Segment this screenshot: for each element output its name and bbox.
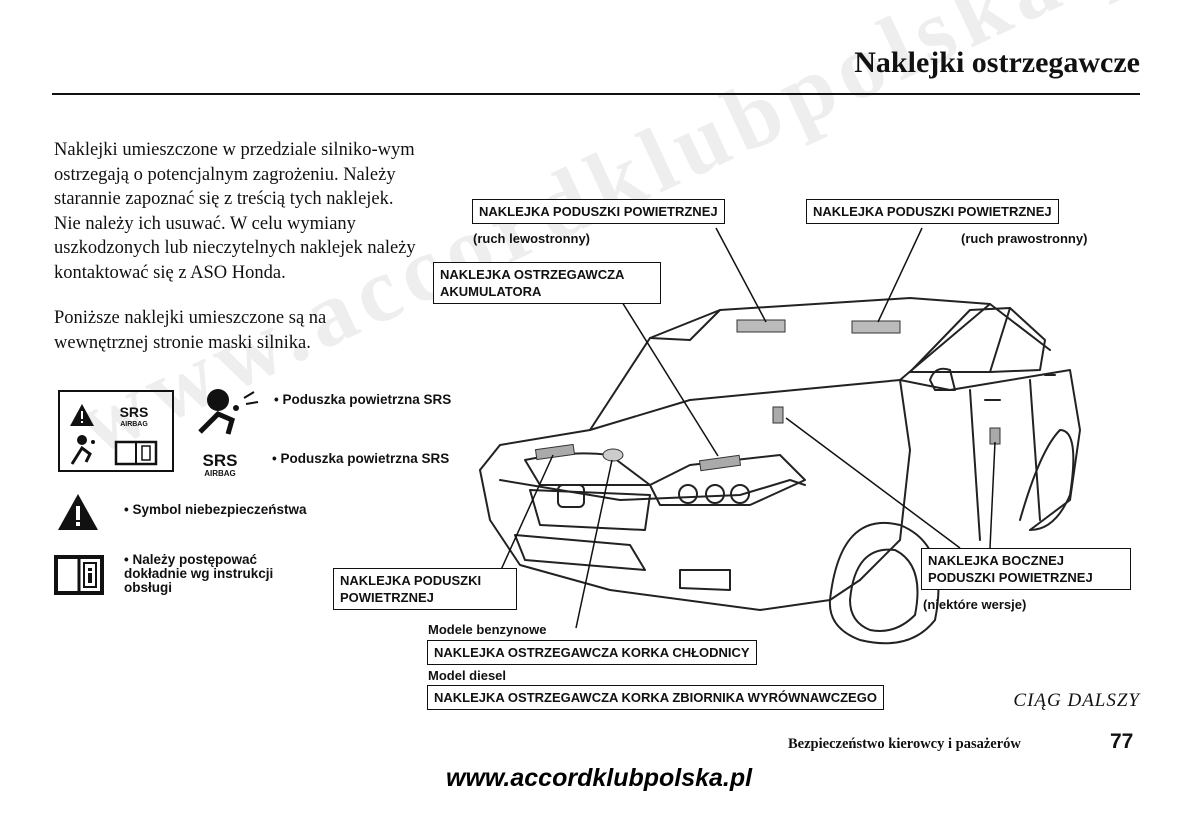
srs-airbag-symbol: SRS AIRBAG xyxy=(203,451,238,478)
label-battery: NAKLEJKA OSTRZEGAWCZA AKUMULATORA xyxy=(433,262,661,304)
note-right-hand-traffic: (ruch prawostronny) xyxy=(961,231,1088,246)
danger-symbol-description: • Symbol niebezpieczeństwa xyxy=(124,502,307,517)
header-rule xyxy=(52,93,1140,95)
intro-paragraph-1: Naklejki umieszczone w przedziale silnik… xyxy=(54,140,416,283)
label-airbag-right: NAKLEJKA PODUSZKI POWIETRZNEJ xyxy=(806,199,1059,224)
intro-text: Naklejki umieszczone w przedziale silnik… xyxy=(54,138,424,376)
car-illustration xyxy=(479,297,1081,645)
page-number: 77 xyxy=(1110,730,1134,753)
page-title: Naklejki ostrzegawcze xyxy=(854,46,1140,79)
label-side-airbag: NAKLEJKA BOCZNEJ PODUSZKI POWIETRZNEJ xyxy=(921,548,1131,590)
note-left-hand-traffic: (ruch lewostronny) xyxy=(473,231,591,246)
manual-symbol-description: • Należy postępować dokładnie wg instruk… xyxy=(124,552,274,595)
manual-book-icon xyxy=(54,555,104,595)
airbag-person-icon xyxy=(77,435,87,445)
continued-label: CIĄG DALSZY xyxy=(1013,690,1140,711)
note-some-versions: (niektóre wersje) xyxy=(923,597,1027,612)
danger-triangle-icon xyxy=(58,494,98,530)
srs-mini-text: SRS xyxy=(120,404,149,420)
intro-paragraph-2: Poniższe naklejki umieszczone są na wewn… xyxy=(54,308,327,353)
airbag-mini-text: AIRBAG xyxy=(120,421,148,428)
airbag-person-icon xyxy=(198,389,259,435)
label-airbag-front: NAKLEJKA PODUSZKI POWIETRZNEJ xyxy=(333,568,517,610)
warning-label-sample: SRS AIRBAG xyxy=(58,390,174,472)
note-diesel-model: Model diesel xyxy=(428,668,507,683)
warning-label-sample-art: SRS AIRBAG xyxy=(70,404,158,466)
note-petrol-models: Modele benzynowe xyxy=(428,622,547,637)
footer-section-title: Bezpieczeństwo kierowcy i pasażerów xyxy=(788,736,1021,752)
airbag-symbol-description: • Poduszka powietrzna SRS xyxy=(274,392,452,407)
label-radiator-cap: NAKLEJKA OSTRZEGAWCZA KORKA CHŁODNICY xyxy=(427,640,757,665)
website-link[interactable]: www.accordklubpolska.pl xyxy=(446,764,753,792)
svg-text:AIRBAG: AIRBAG xyxy=(204,469,236,478)
label-expansion-tank: NAKLEJKA OSTRZEGAWCZA KORKA ZBIORNIKA WY… xyxy=(427,685,884,710)
svg-text:SRS: SRS xyxy=(203,451,238,470)
label-airbag-left: NAKLEJKA PODUSZKI POWIETRZNEJ xyxy=(472,199,725,224)
srs-symbol-description: • Poduszka powietrzna SRS xyxy=(272,451,450,466)
